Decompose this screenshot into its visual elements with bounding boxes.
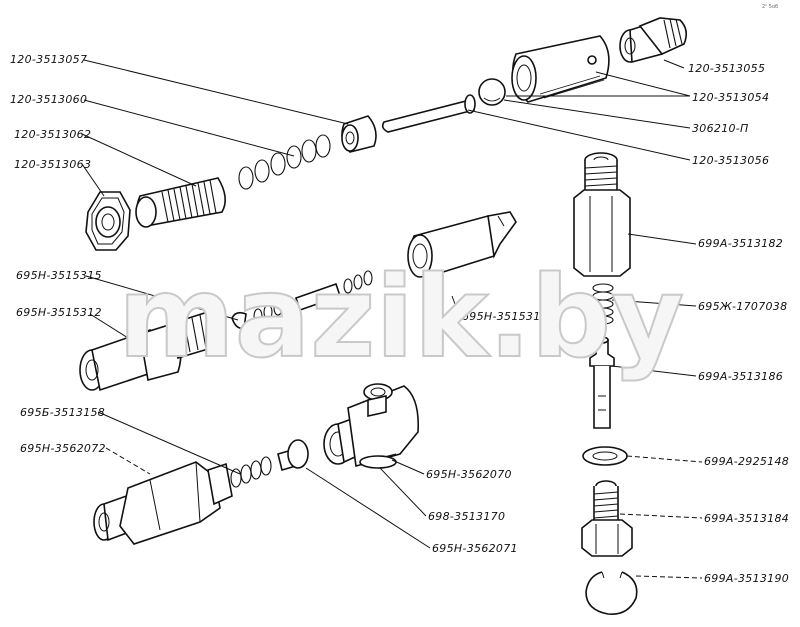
label-699a-2925148: 699А-2925148 [704, 455, 789, 468]
label-695b-3513158: 695Б-3513158 [20, 406, 105, 419]
hex-nut-120-3513063 [85, 191, 131, 251]
label-695n-3515315: 695Н-3515315 [16, 269, 102, 282]
label-699a-3513186: 699А-3513186 [698, 370, 783, 383]
label-695n-3562070: 695Н-3562070 [426, 468, 512, 481]
label-699a-3513190: 699А-3513190 [704, 572, 789, 585]
fitting-120-3513055 [619, 17, 688, 64]
corner-mark: 2ⁿ 5об [762, 4, 778, 10]
tee-body-695n-3562070 [323, 383, 420, 468]
part-labels: 120-3513057 120-3513060 120-3513062 120-… [10, 53, 789, 585]
valve-body-699a-3513182 [573, 152, 631, 277]
label-120-3513054: 120-3513054 [692, 91, 769, 104]
label-120-3513062: 120-3513062 [14, 128, 91, 141]
gasket-698-3513170 [359, 455, 397, 469]
label-699a-3513182: 699А-3513182 [698, 237, 783, 250]
leader-lines [81, 59, 703, 579]
spring-seat-120-3513057 [341, 115, 377, 153]
label-695n-3562072: 695Н-3562072 [20, 442, 106, 455]
label-120-3513055: 120-3513055 [688, 62, 765, 75]
valve-spring-695n-3515315 [231, 270, 373, 330]
label-120-3513063: 120-3513063 [14, 158, 91, 171]
label-695n-3515312: 695Н-3515312 [16, 306, 102, 319]
label-695n-3515314: 695Н-3515314 [462, 310, 548, 323]
fitting-699a-3513184 [581, 480, 633, 557]
spring-695zh-1707038 [592, 283, 614, 325]
label-120-3513057: 120-3513057 [10, 53, 87, 66]
valve-body-695n-3562072 [93, 461, 233, 545]
label-699a-3513184: 699А-3513184 [704, 512, 789, 525]
label-120-3513060: 120-3513060 [10, 93, 87, 106]
washer-699a-2925148 [582, 446, 628, 466]
label-698-3513170: 698-3513170 [428, 510, 505, 523]
spring-120-3513060 [238, 134, 331, 190]
fitting-body-695n-3515312 [79, 309, 222, 392]
label-695n-3562071: 695Н-3562071 [432, 542, 518, 555]
valve-body-120-3513054 [511, 35, 610, 103]
ball-306210-p [478, 78, 506, 106]
plunger-699a-3513186 [589, 336, 615, 429]
watermark-text: mazik.by [118, 253, 684, 383]
housing-695n-3515314 [407, 211, 517, 279]
label-120-3513056: 120-3513056 [692, 154, 769, 167]
pushrod-120-3513056 [381, 94, 476, 133]
adjusting-screw-120-3513062 [135, 177, 226, 228]
label-306210-p: 306210-П [692, 122, 749, 135]
spring-695b-3513158 [230, 456, 272, 488]
retaining-ring-699a-3513190 [585, 571, 638, 615]
label-695zh-1707038: 695Ж-1707038 [698, 300, 787, 313]
valve-695n-3562071 [277, 439, 309, 471]
